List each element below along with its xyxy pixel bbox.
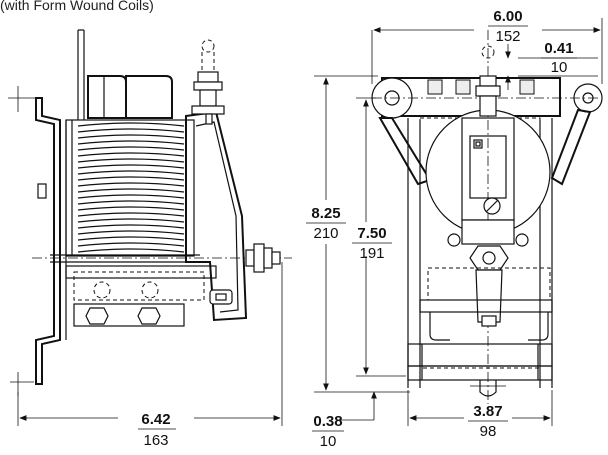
lower-left-foot bbox=[429, 312, 450, 341]
terminal-washer bbox=[193, 81, 223, 91]
coil-winding bbox=[77, 140, 185, 145]
coil-winding bbox=[77, 170, 185, 175]
front-width-dimension: 3.87 98 bbox=[407, 390, 553, 440]
side-width-mm: 163 bbox=[143, 432, 168, 449]
coil-winding bbox=[77, 212, 185, 217]
top-offset-dimension: 0.41 10 bbox=[505, 40, 598, 90]
coil-winding bbox=[77, 248, 185, 253]
coil-winding bbox=[77, 230, 185, 235]
coil-winding bbox=[77, 164, 185, 169]
coil-winding bbox=[77, 224, 185, 229]
coil-winding bbox=[77, 188, 185, 193]
bolt-head bbox=[137, 307, 161, 325]
mount-height-dimension: 7.50 191 bbox=[352, 97, 406, 377]
coil-icon bbox=[77, 122, 185, 253]
bottom-offset-mm: 10 bbox=[320, 433, 337, 450]
overall-height-mm: 210 bbox=[313, 225, 338, 242]
top-offset-mm: 10 bbox=[551, 59, 568, 76]
side-width-in: 6.42 bbox=[141, 411, 170, 428]
front-terminal-body bbox=[479, 95, 497, 117]
armature-screw-slot bbox=[485, 199, 499, 213]
bottom-hook bbox=[479, 380, 497, 397]
coil-winding bbox=[77, 206, 185, 211]
coil-frame bbox=[65, 119, 195, 257]
coil-winding bbox=[77, 200, 185, 205]
hidden-bolt bbox=[93, 281, 111, 299]
front-terminal-nut bbox=[479, 75, 497, 87]
coil-winding bbox=[77, 194, 185, 199]
stem-tip bbox=[481, 315, 497, 327]
front-base-upper bbox=[407, 343, 553, 367]
bottom-offset-in: 0.38 bbox=[313, 413, 342, 430]
coil-clamp-inner bbox=[195, 121, 239, 313]
top-pole-block-left bbox=[87, 75, 127, 119]
front-terminal-washer bbox=[475, 85, 501, 97]
front-width-mm: 98 bbox=[480, 423, 497, 440]
coil-winding bbox=[77, 218, 185, 223]
nut bbox=[245, 249, 255, 267]
top-pole-block-right bbox=[125, 75, 173, 119]
bolt-head bbox=[85, 307, 109, 325]
terminal-icon bbox=[191, 39, 225, 125]
contact-nut-hole bbox=[482, 251, 496, 265]
side-width-dimension: 6.42 163 bbox=[19, 411, 281, 449]
side-terminal-nut-stack bbox=[245, 243, 281, 273]
coil-winding bbox=[77, 122, 185, 127]
terminal-body bbox=[199, 89, 217, 107]
front-view bbox=[371, 30, 603, 404]
coil-winding bbox=[77, 152, 185, 157]
side-view bbox=[8, 29, 292, 426]
terminal-base bbox=[191, 105, 225, 115]
coil-winding bbox=[77, 242, 185, 247]
coil-winding bbox=[77, 236, 185, 241]
bottom-clamp-bar bbox=[73, 303, 185, 327]
mount-height-in: 7.50 bbox=[357, 225, 386, 242]
armature-stem bbox=[475, 269, 503, 323]
terminal-cap-dashed bbox=[201, 39, 215, 53]
overall-width-dimension: 6.00 152 bbox=[371, 8, 603, 84]
top-slot bbox=[427, 79, 443, 95]
right-frame-arm bbox=[550, 108, 592, 186]
drawing-caption: (with Form Wound Coils) bbox=[0, 0, 154, 13]
overall-height-in: 8.25 bbox=[311, 205, 340, 222]
base-rail-hidden bbox=[73, 271, 205, 301]
rating-plate-inner bbox=[475, 141, 481, 147]
coil-winding bbox=[77, 176, 185, 181]
nut bbox=[263, 247, 273, 269]
coil-winding bbox=[77, 128, 185, 133]
front-terminal-cap-dashed bbox=[481, 45, 495, 59]
overall-width-mm: 152 bbox=[495, 28, 520, 45]
top-offset-in: 0.41 bbox=[544, 40, 573, 57]
left-frame-arm bbox=[378, 117, 432, 186]
coil-winding bbox=[77, 182, 185, 187]
bracket-tab bbox=[37, 183, 47, 199]
coil-winding bbox=[77, 146, 185, 151]
armature-side-screw bbox=[447, 233, 461, 247]
hidden-bolt bbox=[141, 281, 159, 299]
armature-block bbox=[461, 219, 515, 245]
coil-winding bbox=[77, 134, 185, 139]
overall-width-in: 6.00 bbox=[493, 8, 522, 25]
lower-right-foot bbox=[528, 312, 549, 341]
nut bbox=[271, 251, 281, 265]
wire-lug-hole bbox=[215, 293, 227, 301]
terminal-stud bbox=[205, 113, 213, 125]
coil-winding bbox=[77, 158, 185, 163]
mount-height-mm: 191 bbox=[359, 245, 384, 262]
overall-height-dimension: 8.25 210 bbox=[306, 75, 410, 393]
top-slot bbox=[519, 79, 535, 95]
base-rail bbox=[65, 265, 217, 279]
terminal-nut bbox=[197, 71, 219, 83]
bottom-offset-dimension: 0.38 10 bbox=[312, 391, 377, 450]
lower-crossbar bbox=[419, 299, 553, 313]
nut bbox=[253, 243, 265, 273]
armature-side-screw bbox=[515, 233, 529, 247]
front-width-in: 3.87 bbox=[473, 403, 502, 420]
top-slot bbox=[455, 79, 471, 95]
mounting-bracket bbox=[35, 97, 61, 385]
